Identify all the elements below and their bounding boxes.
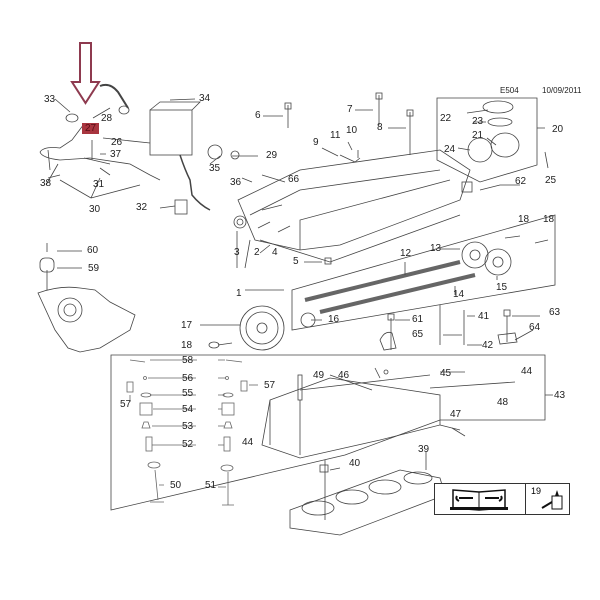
callout-8[interactable]: 8 <box>377 122 383 133</box>
callout-13[interactable]: 13 <box>430 243 442 254</box>
diagram-code: E504 <box>500 86 519 95</box>
callout-18-a[interactable]: 18 <box>518 214 530 225</box>
thermostat-box <box>436 97 538 183</box>
callout-39[interactable]: 39 <box>418 444 430 455</box>
callout-4[interactable]: 4 <box>272 247 278 258</box>
callout-20[interactable]: 20 <box>552 124 564 135</box>
callout-45[interactable]: 45 <box>440 368 452 379</box>
callout-54[interactable]: 54 <box>182 404 194 415</box>
callout-28[interactable]: 28 <box>101 113 113 124</box>
callout-38[interactable]: 38 <box>40 178 52 189</box>
highlighted-part-27[interactable]: 27 <box>82 123 100 134</box>
callout-58[interactable]: 58 <box>182 355 194 366</box>
callout-17[interactable]: 17 <box>181 320 193 331</box>
callout-37[interactable]: 37 <box>110 149 122 160</box>
callout-10[interactable]: 10 <box>346 125 358 136</box>
water-pump-bracket <box>37 286 136 353</box>
callout-53[interactable]: 53 <box>182 421 194 432</box>
callout-52[interactable]: 52 <box>182 439 194 450</box>
camshaft-sprocket-part <box>239 305 285 351</box>
callout-61[interactable]: 61 <box>412 314 424 325</box>
camshaft-box <box>291 214 556 331</box>
callout-21[interactable]: 21 <box>472 130 484 141</box>
callout-51[interactable]: 51 <box>205 480 217 491</box>
callout-44-b[interactable]: 44 <box>521 366 533 377</box>
callout-14[interactable]: 14 <box>453 289 465 300</box>
callout-55[interactable]: 55 <box>182 388 194 399</box>
callout-24[interactable]: 24 <box>444 144 456 155</box>
callout-18-c[interactable]: 18 <box>181 340 193 351</box>
callout-59[interactable]: 59 <box>88 263 100 274</box>
breather-hose-part <box>39 123 85 153</box>
callout-56[interactable]: 56 <box>182 373 194 384</box>
callout-31[interactable]: 31 <box>93 179 105 190</box>
callout-23[interactable]: 23 <box>472 116 484 127</box>
callout-50[interactable]: 50 <box>170 480 182 491</box>
callout-66[interactable]: 66 <box>288 174 300 185</box>
callout-36[interactable]: 36 <box>230 177 242 188</box>
callout-7[interactable]: 7 <box>347 104 353 115</box>
callout-35[interactable]: 35 <box>209 163 221 174</box>
callout-64[interactable]: 64 <box>529 322 541 333</box>
callout-65[interactable]: 65 <box>412 329 424 340</box>
callout-2[interactable]: 2 <box>254 247 260 258</box>
head-gasket-part <box>289 469 446 536</box>
callout-46[interactable]: 46 <box>338 370 350 381</box>
callout-62[interactable]: 62 <box>515 176 527 187</box>
callout-30[interactable]: 30 <box>89 204 101 215</box>
callout-42[interactable]: 42 <box>482 340 494 351</box>
callout-15[interactable]: 15 <box>496 282 508 293</box>
callout-34[interactable]: 34 <box>199 93 211 104</box>
legend-box: 19 <box>434 483 570 515</box>
callout-41[interactable]: 41 <box>478 311 490 322</box>
callout-32[interactable]: 32 <box>136 202 148 213</box>
callout-63[interactable]: 63 <box>549 307 561 318</box>
callout-47[interactable]: 47 <box>450 409 462 420</box>
callout-22[interactable]: 22 <box>440 113 452 124</box>
callout-40[interactable]: 40 <box>349 458 361 469</box>
diagram-date: 10/09/2011 <box>542 86 582 95</box>
callout-49[interactable]: 49 <box>313 370 325 381</box>
callout-57-a[interactable]: 57 <box>120 399 132 410</box>
callout-25[interactable]: 25 <box>545 175 557 186</box>
callout-12[interactable]: 12 <box>400 248 412 259</box>
sealant-number: 19 <box>531 486 542 496</box>
callout-11[interactable]: 11 <box>330 130 341 141</box>
highlight-arrow-icon <box>70 42 101 105</box>
callout-33[interactable]: 33 <box>44 94 56 105</box>
callout-60[interactable]: 60 <box>87 245 99 256</box>
manual-wrench-icon <box>435 484 526 514</box>
callout-9[interactable]: 9 <box>313 137 319 148</box>
callout-44-a[interactable]: 44 <box>242 437 254 448</box>
callout-16[interactable]: 16 <box>328 314 340 325</box>
callout-6[interactable]: 6 <box>255 110 261 121</box>
callout-48[interactable]: 48 <box>497 397 509 408</box>
callout-5[interactable]: 5 <box>293 256 299 267</box>
clamp-part <box>65 113 79 123</box>
callout-18-b[interactable]: 18 <box>543 214 555 225</box>
callout-57-b[interactable]: 57 <box>264 380 276 391</box>
oil-separator-part <box>149 109 193 156</box>
callout-43[interactable]: 43 <box>554 390 566 401</box>
callout-1[interactable]: 1 <box>236 288 242 299</box>
callout-3[interactable]: 3 <box>234 247 240 258</box>
callout-29[interactable]: 29 <box>266 150 278 161</box>
callout-26[interactable]: 26 <box>111 137 123 148</box>
valve-cover-part <box>237 149 471 251</box>
